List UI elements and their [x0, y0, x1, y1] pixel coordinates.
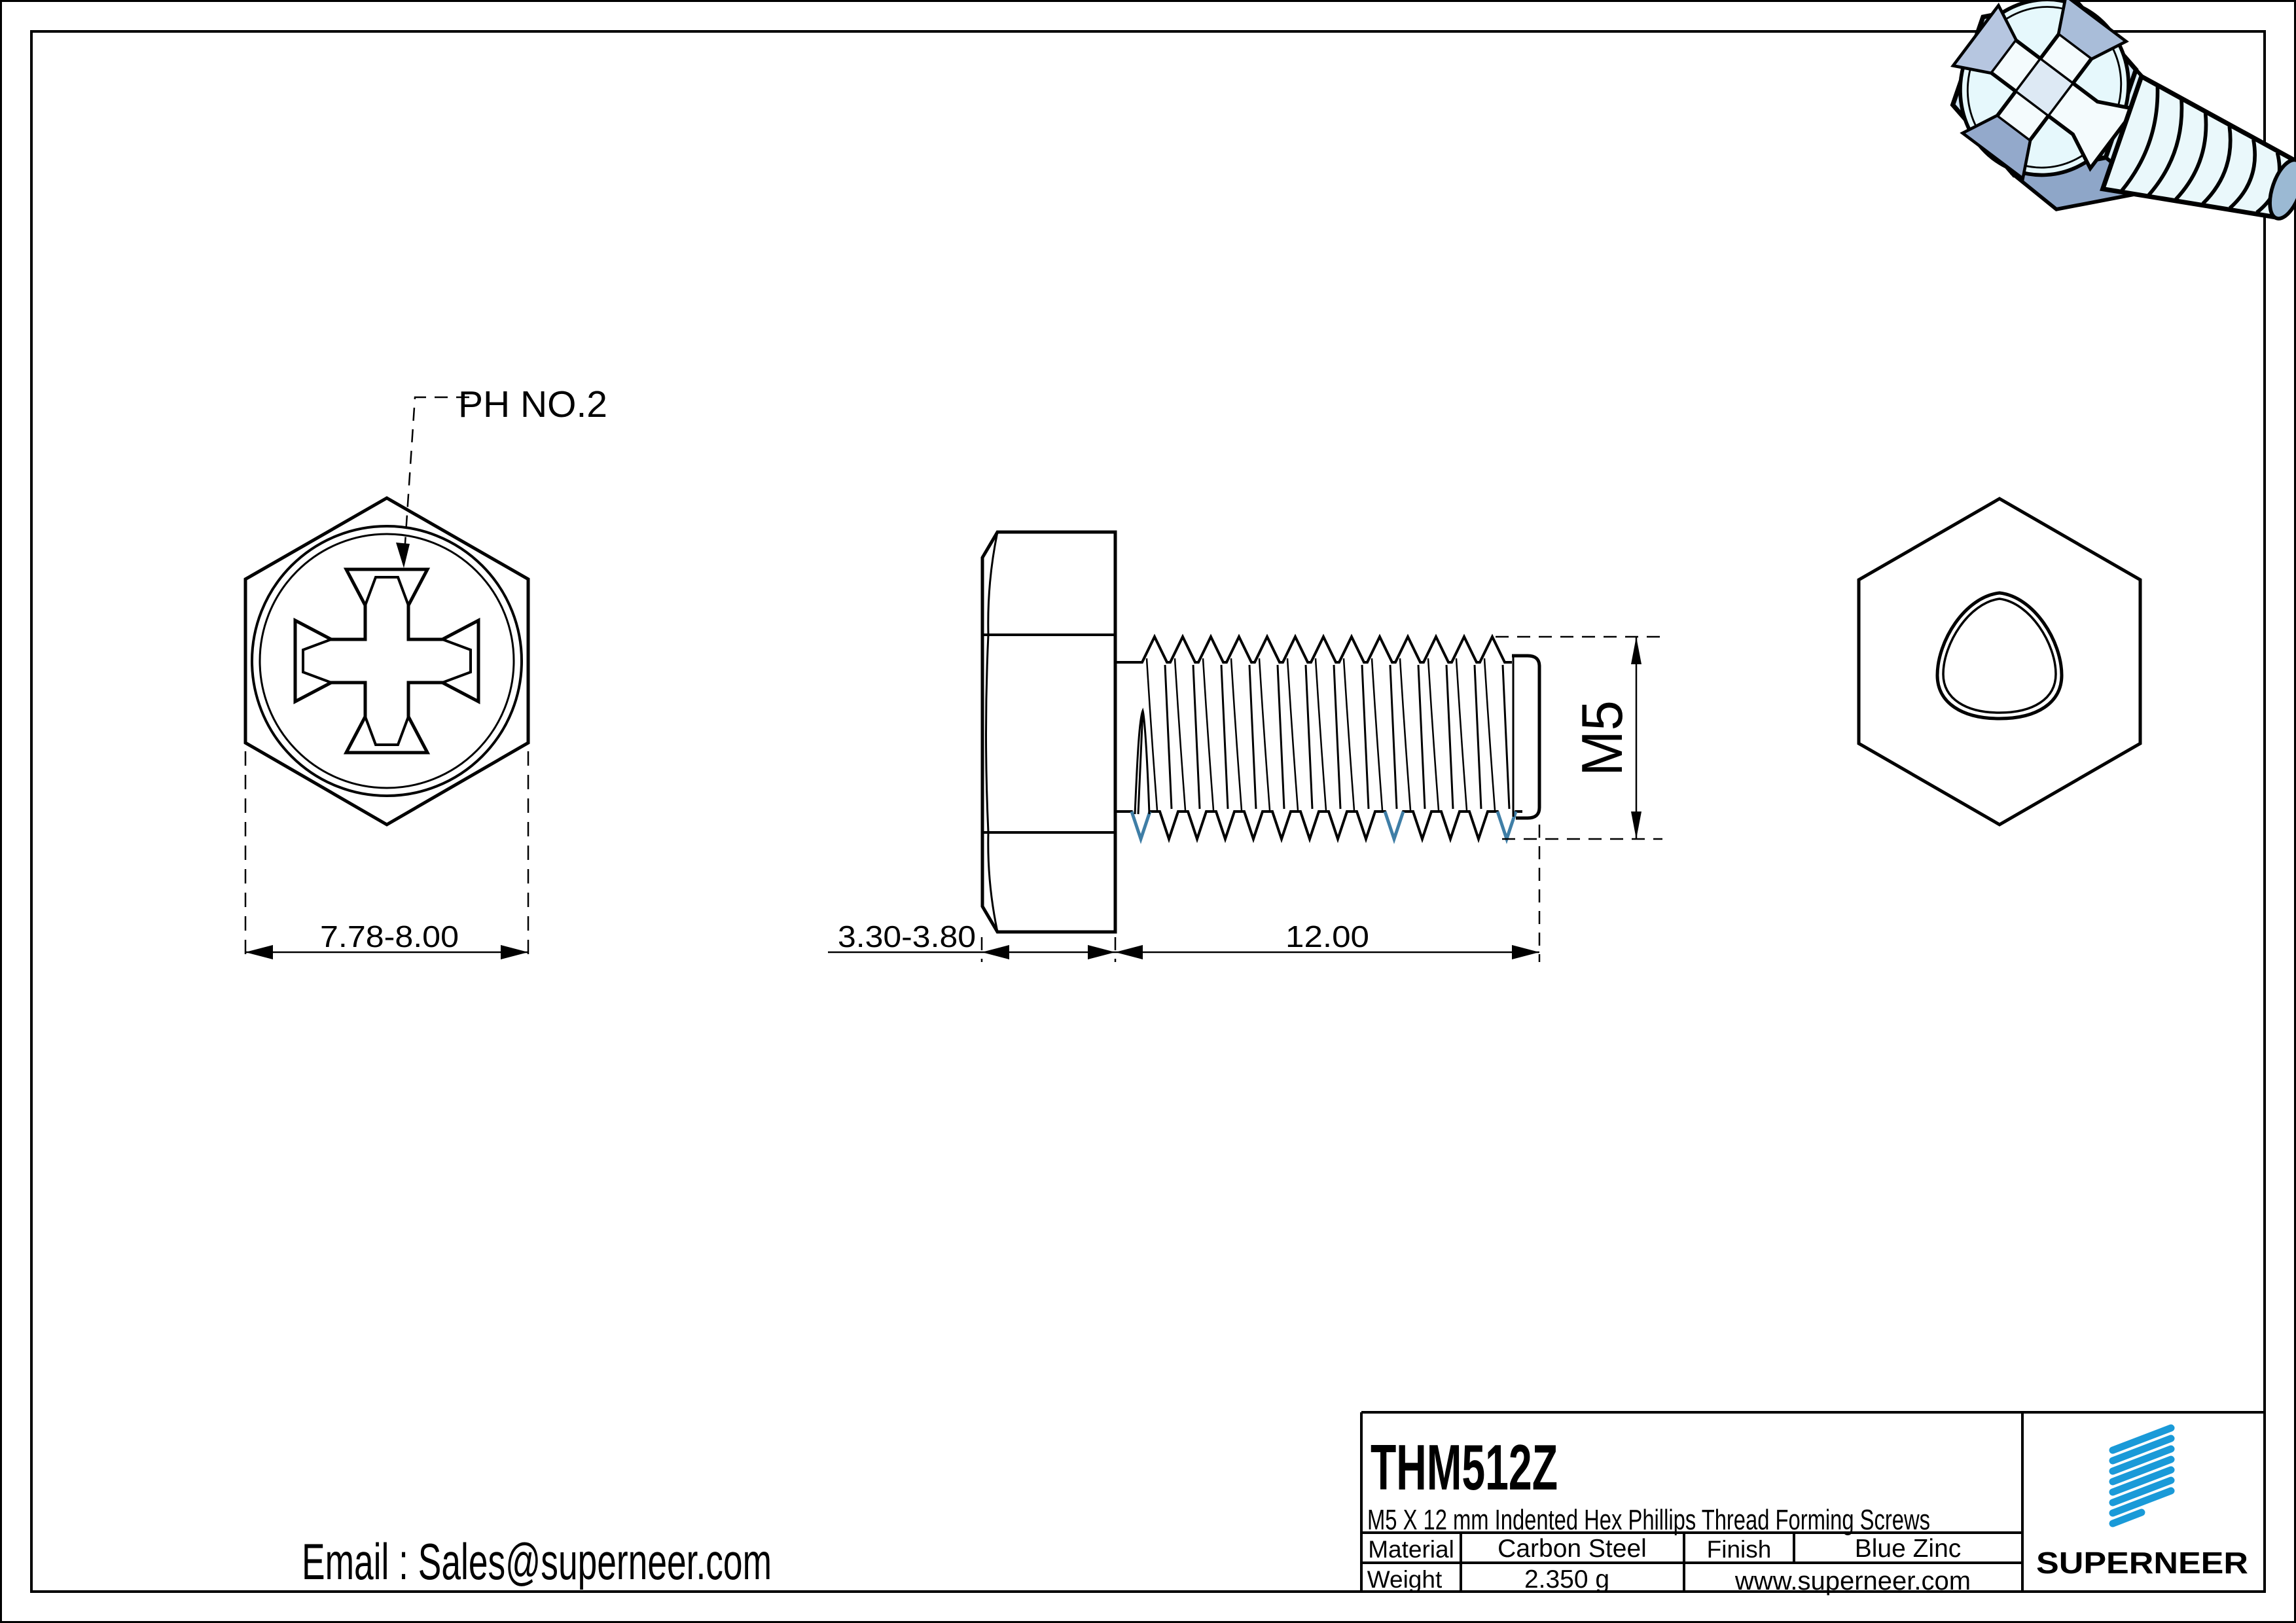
dim-head-height: 3.30-3.80	[828, 825, 1541, 962]
thread-size-value: M5	[1570, 700, 1634, 776]
thread-crest-bottom	[1115, 810, 1522, 844]
thread-helix-lines	[1145, 658, 1496, 811]
head-washer-circle-inner	[259, 533, 515, 789]
arrowhead-right	[1512, 945, 1539, 959]
trilobular-outline-outer	[1935, 591, 2064, 721]
thread-crest-top	[1115, 633, 1512, 664]
drive-label: PH NO.2	[458, 383, 607, 425]
recess-center	[2014, 57, 2075, 118]
dim-thread-length: 12.00	[1115, 919, 1539, 959]
head-facet-lines	[982, 633, 1115, 834]
title-block-lines	[1360, 1411, 2265, 1592]
website-link[interactable]: www.superneer.com	[1734, 1567, 1971, 1596]
brand-name: SUPERNEER	[2036, 1546, 2248, 1580]
back-view	[1857, 497, 2142, 827]
head-washer-circle-outer	[251, 525, 523, 797]
extension-lines	[244, 751, 529, 961]
dim-thread-size: M5	[1496, 635, 1662, 840]
email-text: Email : Sales@superneer.com	[302, 1533, 772, 1590]
hex-back-outline	[1857, 497, 2142, 827]
arrowhead-left	[1115, 945, 1143, 959]
thread-runout	[1134, 707, 1151, 815]
head-indent-arcs	[985, 531, 999, 933]
arrowhead-left	[982, 945, 1009, 959]
drive-leader-line	[403, 396, 469, 554]
head-height-value: 3.30-3.80	[838, 919, 976, 954]
weight-label: Weight	[1367, 1566, 1443, 1593]
extension-lines	[980, 825, 1541, 962]
phillips-recess-outer	[293, 567, 480, 755]
superneer-logo-icon	[2109, 1424, 2175, 1527]
head-side-outline	[980, 530, 1117, 934]
recess-wall-top	[2057, 0, 2128, 60]
hex-head-outline	[243, 496, 530, 827]
material-value: Carbon Steel	[1498, 1535, 1647, 1563]
finish-value: Blue Zinc	[1855, 1535, 1962, 1563]
front-view: PH NO.2 7.78-8.00	[243, 383, 607, 961]
render-3d	[1950, 0, 2296, 221]
shaft-thread-ridges	[2120, 86, 2282, 214]
screw-tip-outline	[1512, 654, 1541, 820]
drive-leader-arrow	[396, 543, 410, 568]
drawing-frame	[30, 30, 2266, 1593]
material-label: Material	[1368, 1536, 1454, 1563]
part-code: THM512Z	[1371, 1431, 1558, 1503]
thread-flank-lines	[1164, 664, 1511, 810]
arrowhead-down	[1631, 812, 1641, 839]
weight-value: 2.350 g	[1524, 1565, 1609, 1594]
trilobular-outline-inner	[1942, 597, 2057, 714]
recess-wall-left	[1951, 3, 2018, 75]
part-description: M5 X 12 mm Indented Hex Phillips Thread …	[1367, 1504, 1930, 1536]
arrowhead-right	[1088, 945, 1115, 959]
brand-logo: SUPERNEER	[2036, 1424, 2248, 1580]
thread-length-value: 12.00	[1285, 919, 1369, 954]
phillips-recess-3d	[1950, 0, 2139, 181]
finish-label: Finish	[1707, 1536, 1772, 1563]
side-view: M5 3.30-3.80 12.00	[828, 530, 1662, 962]
dim-head-width: 7.78-8.00	[244, 751, 529, 961]
arrowhead-left	[245, 945, 273, 959]
phillips-recess-inner	[302, 576, 472, 746]
arrowhead-right	[501, 945, 528, 959]
shaft-tip	[2268, 158, 2296, 221]
arrowhead-up	[1631, 637, 1641, 664]
head-width-value: 7.78-8.00	[320, 919, 459, 954]
recess-wall-bottom	[1961, 114, 2032, 180]
title-block: THM512Z M5 X 12 mm Indented Hex Phillips…	[1360, 1411, 2265, 1596]
